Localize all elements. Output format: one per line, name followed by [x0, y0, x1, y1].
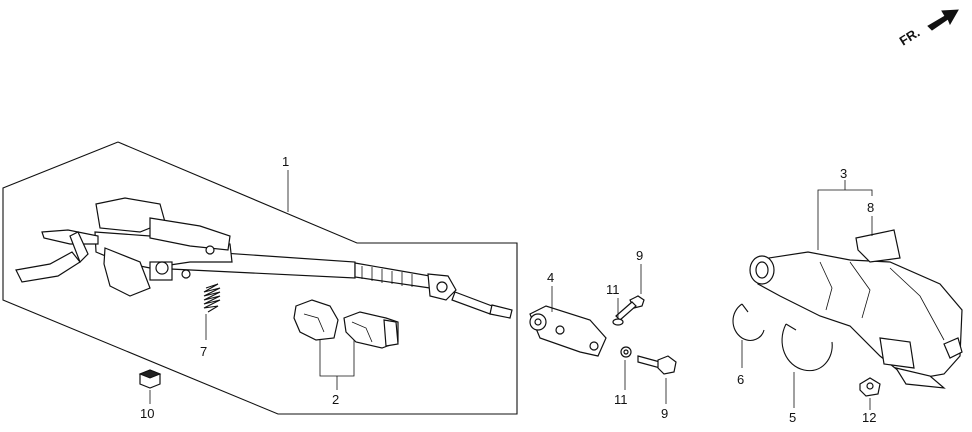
column-covers [293, 299, 399, 349]
callouts: 1 2 3 4 5 6 7 8 9 9 10 11 11 12 [140, 154, 876, 425]
leader-lines [149, 170, 873, 410]
callout-12: 12 [862, 410, 876, 425]
callout-10: 10 [140, 406, 154, 421]
callout-9-lower: 9 [661, 406, 668, 421]
front-direction-arrow-icon [927, 9, 959, 31]
upper-bolt-washer [612, 295, 645, 326]
callout-5: 5 [789, 410, 796, 425]
cover-pad [855, 229, 901, 263]
front-direction-label: FR. [897, 25, 923, 49]
callout-6: 6 [737, 372, 744, 387]
nut-bolt [138, 369, 162, 389]
steering-joint [529, 305, 607, 357]
callout-2: 2 [332, 392, 339, 407]
steering-column-assembly [15, 197, 513, 319]
callout-1: 1 [282, 154, 289, 169]
assembly-outline [2, 141, 518, 415]
column-cover-housing [749, 251, 963, 389]
front-direction-indicator: FR. [897, 9, 959, 49]
clamp-band [781, 323, 833, 372]
callout-11-lower: 11 [614, 392, 628, 407]
ring-clip-small [732, 303, 765, 341]
callout-3: 3 [840, 166, 847, 181]
clip-screw [859, 377, 881, 397]
callout-4: 4 [547, 270, 554, 285]
callout-8: 8 [867, 200, 874, 215]
callout-11-upper: 11 [606, 282, 620, 297]
callout-7: 7 [200, 344, 207, 359]
callout-9-upper: 9 [636, 248, 643, 263]
lower-bolt-washer [620, 346, 677, 375]
spring [203, 283, 221, 313]
